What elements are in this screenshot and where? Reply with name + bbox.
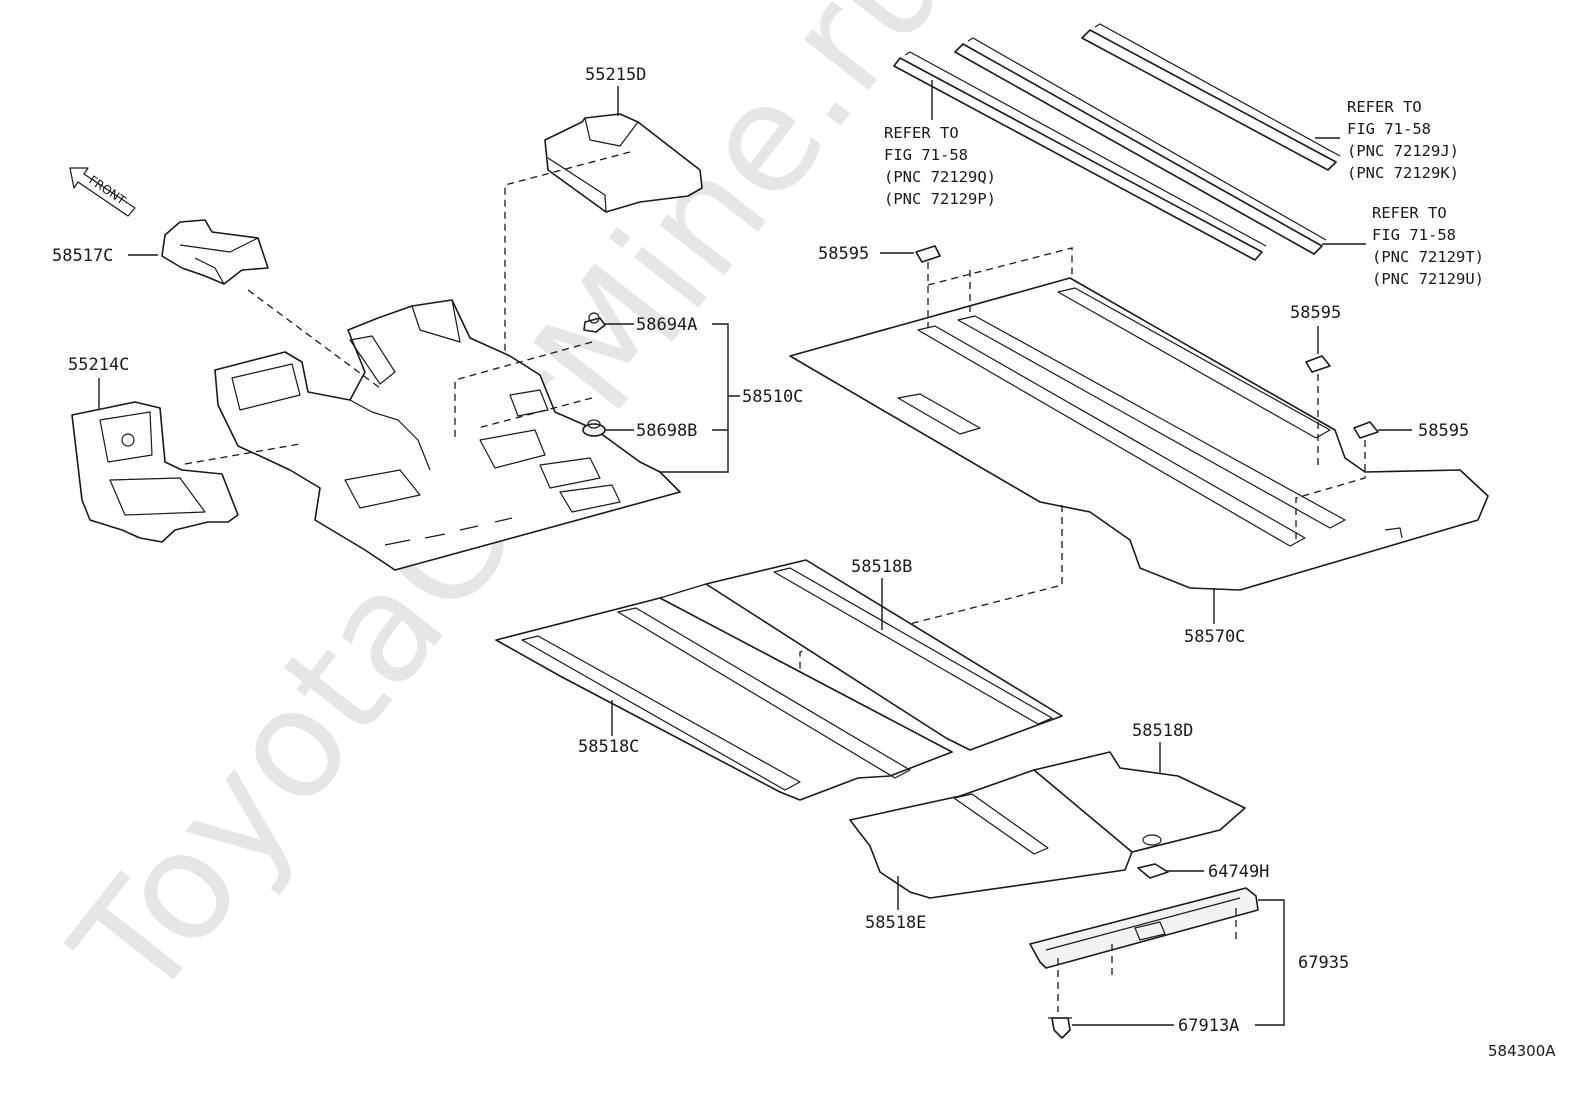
label-58518D: 58518D <box>1132 721 1193 741</box>
label-67935: 67935 <box>1298 953 1349 973</box>
refer-note-3-line-3: (PNC 72129T) <box>1372 248 1484 266</box>
dash-58517C <box>247 289 381 389</box>
label-58510C: 58510C <box>742 387 803 407</box>
part-58518B-mat[interactable] <box>659 559 1063 751</box>
front-arrow-icon <box>69 167 136 217</box>
bracket-67935 <box>1255 899 1285 1026</box>
part-58595-grommet-b[interactable] <box>1305 355 1331 373</box>
part-55214C[interactable] <box>71 401 239 543</box>
dash-clips <box>454 341 593 440</box>
part-58595-grommet-a[interactable] <box>915 245 941 263</box>
dash-55214C <box>184 443 301 465</box>
label-58595-c: 58595 <box>1418 421 1469 441</box>
label-64749H: 64749H <box>1208 862 1269 882</box>
part-58510C-carpet[interactable] <box>214 299 681 571</box>
part-67913A-clip[interactable] <box>1048 1017 1072 1039</box>
label-58517C: 58517C <box>52 246 113 266</box>
part-58517C[interactable] <box>161 219 269 285</box>
part-64749H-clip[interactable] <box>1137 863 1169 879</box>
figure-code: 584300A <box>1488 1042 1556 1060</box>
refer-note-3: REFER TO FIG 71-58 (PNC 72129T) (PNC 721… <box>1372 204 1484 288</box>
label-55214C: 55214C <box>68 355 129 375</box>
rail-72129J[interactable] <box>954 37 1327 255</box>
rail-72129T[interactable] <box>1081 23 1341 171</box>
part-58694A-clip[interactable] <box>583 312 606 333</box>
dash-58595-bc <box>1295 374 1366 540</box>
refer-note-2-line-2: FIG 71-58 <box>1347 120 1431 138</box>
refer-note-1: REFER TO FIG 71-58 (PNC 72129Q) (PNC 721… <box>884 124 996 208</box>
refer-note-2-line-1: REFER TO <box>1347 98 1422 116</box>
refer-note-1-line-3: (PNC 72129Q) <box>884 168 996 186</box>
dash-58570C <box>799 505 1063 690</box>
part-67935-scuff-plate[interactable] <box>1029 887 1259 969</box>
refer-note-3-line-1: REFER TO <box>1372 204 1447 222</box>
refer-note-1-line-1: REFER TO <box>884 124 959 142</box>
label-58518B: 58518B <box>851 557 912 577</box>
part-58570C-carpet[interactable] <box>789 277 1489 591</box>
refer-note-1-line-4: (PNC 72129P) <box>884 190 996 208</box>
rail-72129Q[interactable] <box>893 51 1267 261</box>
refer-note-2: REFER TO FIG 71-58 (PNC 72129J) (PNC 721… <box>1347 98 1459 182</box>
part-55215D[interactable] <box>544 113 703 213</box>
label-58595-a: 58595 <box>818 244 869 264</box>
label-55215D: 55215D <box>585 65 646 85</box>
label-58698B: 58698B <box>636 421 697 441</box>
refer-note-3-line-4: (PNC 72129U) <box>1372 270 1484 288</box>
part-58518C-mat[interactable] <box>495 597 953 801</box>
part-58595-grommet-c[interactable] <box>1353 421 1379 439</box>
part-58518E-mat[interactable] <box>849 769 1133 899</box>
dash-55215D <box>504 151 631 352</box>
part-58698B-clip[interactable] <box>582 419 606 437</box>
dash-58595-a <box>927 247 1073 328</box>
dash-67935 <box>1057 908 1237 1012</box>
label-58518C: 58518C <box>578 737 639 757</box>
refer-note-2-line-4: (PNC 72129K) <box>1347 164 1459 182</box>
label-58694A: 58694A <box>636 315 697 335</box>
label-58595-b: 58595 <box>1290 303 1341 323</box>
refer-note-2-line-3: (PNC 72129J) <box>1347 142 1459 160</box>
label-67913A: 67913A <box>1178 1016 1239 1036</box>
label-58518E: 58518E <box>865 913 926 933</box>
bracket-58510C <box>660 323 740 473</box>
refer-note-3-line-2: FIG 71-58 <box>1372 226 1456 244</box>
refer-note-1-line-2: FIG 71-58 <box>884 146 968 164</box>
label-58570C: 58570C <box>1184 627 1245 647</box>
